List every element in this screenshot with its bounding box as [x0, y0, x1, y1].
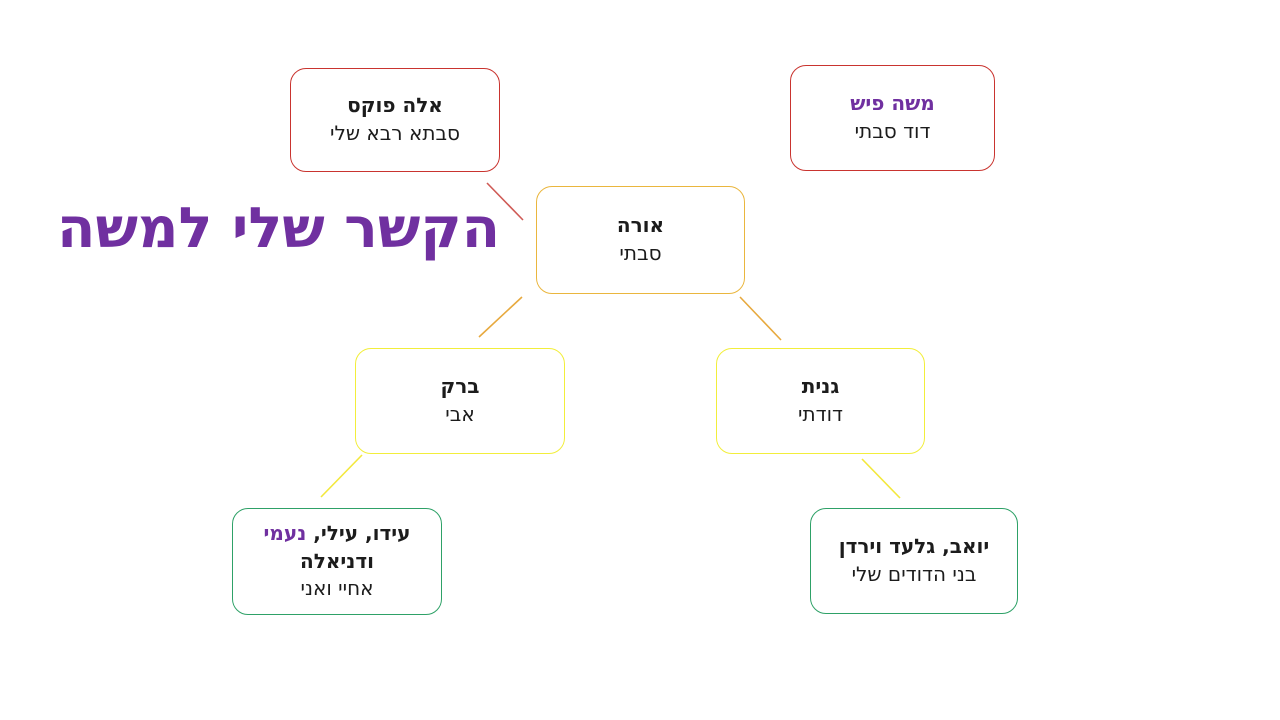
connector-grandmother-father	[478, 296, 523, 338]
siblings-name-part2: ודניאלה	[300, 548, 374, 573]
node-name: אורה	[616, 213, 665, 238]
node-relation: סבתי	[619, 241, 662, 265]
node-relation: דודתי	[798, 402, 843, 426]
connector-father-siblings	[320, 454, 363, 498]
node-name: יואב, גלעד וירדן	[838, 534, 990, 559]
node-relation: דוד סבתי	[854, 119, 931, 143]
node-cousins[interactable]: יואב, גלעד וירדן בני הדודים שלי	[810, 508, 1018, 614]
node-siblings[interactable]: עידו, עילי, נעמי ודניאלה אחיי ואני	[232, 508, 442, 615]
siblings-name-part1: עידו, עילי,	[306, 521, 411, 546]
slide-title: הקשר שלי למשה	[57, 196, 501, 261]
node-relation: אבי	[445, 402, 475, 426]
node-great-grandmother[interactable]: אלה פוקס סבתא רבא שלי	[290, 68, 500, 172]
node-grandmother[interactable]: אורה סבתי	[536, 186, 745, 294]
siblings-name-highlight: נעמי	[263, 521, 307, 546]
connector-grandmother-aunt	[739, 296, 782, 341]
node-great-uncle[interactable]: משה פיש דוד סבתי	[790, 65, 995, 171]
node-relation: בני הדודים שלי	[851, 562, 977, 586]
node-relation: אחיי ואני	[300, 576, 374, 601]
node-father[interactable]: ברק אבי	[355, 348, 565, 454]
node-aunt[interactable]: גנית דודתי	[716, 348, 925, 454]
node-name: ברק	[440, 374, 480, 399]
node-name: עידו, עילי, נעמי ודניאלה	[243, 520, 431, 575]
node-name: גנית	[801, 374, 840, 399]
node-relation: סבתא רבא שלי	[330, 121, 460, 145]
connector-aunt-cousins	[861, 458, 901, 499]
node-name: אלה פוקס	[347, 93, 443, 118]
node-name: משה פיש	[850, 91, 935, 116]
